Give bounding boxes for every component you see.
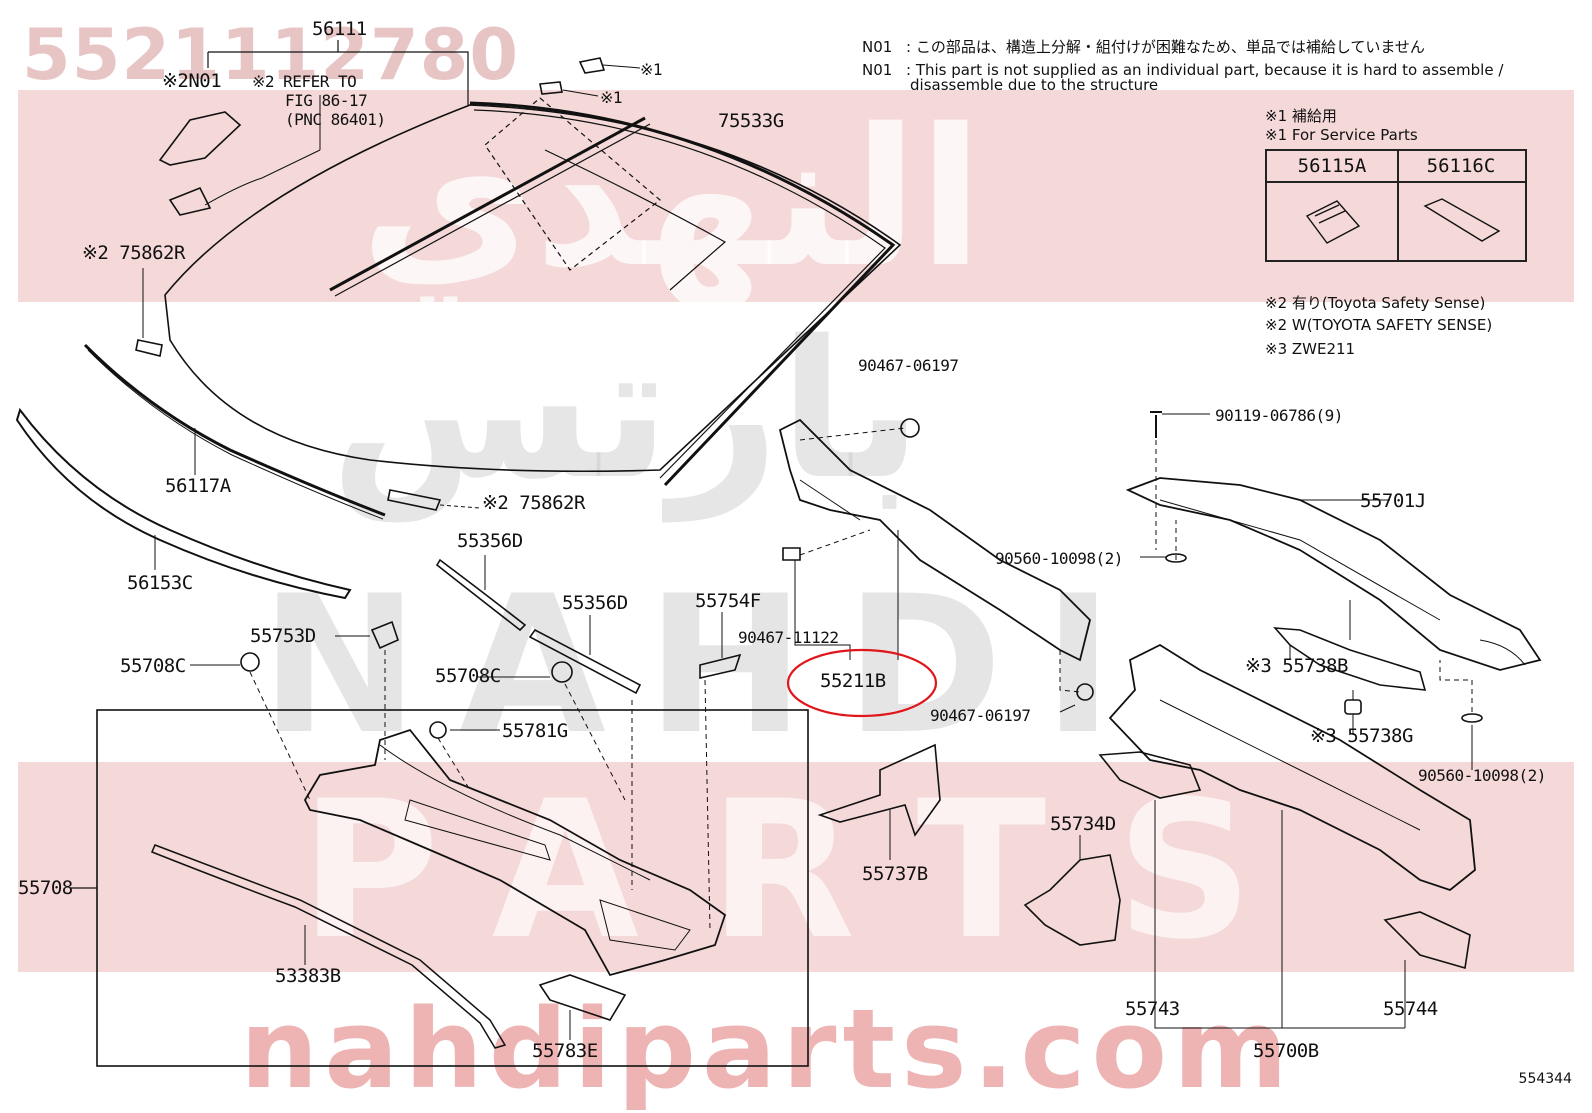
label-n01: ※2N01 (162, 70, 222, 92)
label-75862r-lower[interactable]: ※2 75862R (482, 492, 585, 514)
label-90467-06197-top[interactable]: 90467-06197 (858, 356, 959, 375)
label-56117a[interactable]: 56117A (165, 475, 231, 497)
label-56153c[interactable]: 56153C (127, 572, 193, 594)
label-s1-b: ※1 (600, 88, 623, 107)
watermark-arabic-top: النهدي (360, 88, 984, 309)
label-90467-11122[interactable]: 90467-11122 (738, 628, 839, 647)
dash-panel-55701j (1125, 477, 1542, 671)
label-55734d[interactable]: 55734D (1050, 813, 1116, 835)
label-53383b[interactable]: 53383B (275, 965, 341, 987)
refer-line-2: FIG 86-17 (285, 91, 368, 110)
seal-55356d-b (528, 628, 642, 695)
cowl-assembly-box (96, 709, 809, 1067)
note-n01-jp: N01: この部品は、構造上分解・組付けが困難なため、単品では補給していません (862, 38, 1425, 56)
label-s1-a: ※1 (640, 60, 663, 79)
windshield-glass (164, 104, 902, 473)
note-zwe: ※3 ZWE211 (1265, 340, 1356, 358)
refer-line-3: (PNC 86401) (285, 110, 386, 129)
label-75862r-upper[interactable]: ※2 75862R (82, 242, 185, 264)
label-75533g[interactable]: 75533G (718, 110, 784, 132)
label-90119[interactable]: 90119-06786(9) (1215, 406, 1343, 425)
molding-75533g (469, 101, 896, 487)
label-55753d[interactable]: 55753D (250, 625, 316, 647)
label-55744[interactable]: 55744 (1383, 998, 1438, 1020)
glass-strip (329, 116, 646, 292)
watermark-band-top (18, 90, 1574, 302)
document-number: 554344 (1518, 1071, 1572, 1087)
label-55708[interactable]: 55708 (18, 877, 73, 899)
label-55211b[interactable]: 55211B (820, 670, 886, 692)
label-55743[interactable]: 55743 (1125, 998, 1180, 1020)
label-55738b[interactable]: ※3 55738B (1245, 655, 1348, 677)
label-55701j[interactable]: 55701J (1360, 490, 1426, 512)
watermark-arabic-mid: بارتس (330, 300, 922, 521)
label-55700b[interactable]: 55700B (1253, 1040, 1319, 1062)
table-col-56115a: 56115A (1267, 151, 1399, 183)
note-tss-en: ※2 W(TOYOTA SAFETY SENSE) (1265, 316, 1493, 334)
note-tss-jp: ※2 有り(Toyota Safety Sense) (1265, 294, 1486, 312)
cowl-panel (303, 728, 727, 977)
refer-line-1: ※2 REFER TO (252, 72, 357, 91)
label-55708c-a[interactable]: 55708C (120, 655, 186, 677)
label-55783e[interactable]: 55783E (532, 1040, 598, 1062)
watermark-band-bottom (18, 762, 1574, 972)
note-service-jp: ※1 補給用 (1265, 107, 1337, 125)
label-56111[interactable]: 56111 (312, 18, 367, 40)
label-55738g[interactable]: ※3 55738G (1310, 725, 1413, 747)
watermark-url: nahdiparts.com (240, 985, 1294, 1113)
lower-cowl-55700b (1108, 643, 1476, 892)
label-55708c-b[interactable]: 55708C (435, 665, 501, 687)
service-parts-table: 56115A 56116C (1265, 149, 1527, 262)
label-55781g[interactable]: 55781G (502, 720, 568, 742)
table-col-56116c: 56116C (1397, 151, 1525, 183)
seal-55356d-a (435, 558, 527, 632)
label-90560-lower[interactable]: 90560-10098(2) (1418, 766, 1546, 785)
note-n01-en-2: disassemble due to the structure (910, 76, 1159, 94)
label-55356d-b[interactable]: 55356D (562, 592, 628, 614)
watermark-part-code: 5521112780 (22, 14, 520, 96)
part-56115a-image (1305, 200, 1361, 244)
watermark-brand-parts: PARTS (300, 760, 1324, 981)
label-90467-06197-bottom[interactable]: 90467-06197 (930, 706, 1031, 725)
strip-53383b (151, 844, 507, 1049)
note-n01-en: N01: This part is not supplied as an ind… (862, 61, 1504, 79)
highlight-ellipse (786, 648, 938, 718)
note-service-en: ※1 For Service Parts (1265, 126, 1418, 144)
label-55356d-a[interactable]: 55356D (457, 530, 523, 552)
bracket-55211b (778, 418, 1091, 662)
strip-56117a (83, 343, 386, 517)
label-90560-upper[interactable]: 90560-10098(2) (995, 549, 1123, 568)
label-55754f[interactable]: 55754F (695, 590, 761, 612)
label-55737b[interactable]: 55737B (862, 863, 928, 885)
part-56116c-image (1423, 198, 1501, 242)
strip-56153c (15, 407, 352, 600)
